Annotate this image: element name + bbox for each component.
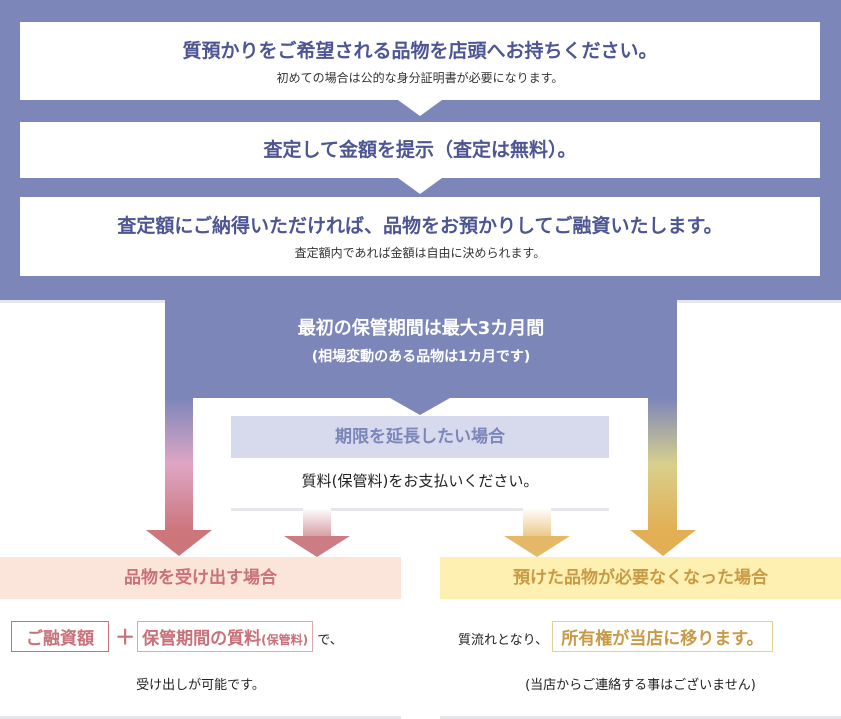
storage-sub: (相場変動のある品物は1カ月です) bbox=[311, 349, 531, 365]
extension-body: 質料(保管料)をお支払いください。 bbox=[231, 458, 609, 508]
storage-arrow bbox=[390, 398, 450, 415]
redeem-arrow-head bbox=[284, 536, 350, 557]
forfeit-arrow-head bbox=[504, 536, 570, 557]
plus-sign: ＋ bbox=[115, 625, 136, 649]
ownership-tag: 所有権が当店に移ります。 bbox=[552, 621, 773, 652]
redeem-line2: 受け出しが可能です。 bbox=[136, 678, 265, 693]
step-1-title: 質預かりをご希望される品物を店頭へお持ちください。 bbox=[182, 40, 658, 62]
step-1: 質預かりをご希望される品物を店頭へお持ちください。 初めての場合は公的な身分証明… bbox=[20, 22, 820, 100]
forfeit-header: 預けた品物が必要なくなった場合 bbox=[440, 557, 841, 599]
forfeit-line2: (当店からご連絡する事はございません) bbox=[525, 678, 756, 693]
left-flow-arrow bbox=[165, 398, 193, 530]
redeem-header: 品物を受け出す場合 bbox=[0, 557, 401, 599]
step-3-sub: 査定額内であれば金額は自由に決められます。 bbox=[294, 246, 546, 260]
step-2: 査定して金額を提示（査定は無料）。 bbox=[20, 122, 820, 178]
forfeit-arrow bbox=[523, 508, 551, 536]
left-arrow-head bbox=[146, 530, 212, 556]
extension-box: 期限を延長したい場合 質料(保管料)をお支払いください。 bbox=[231, 416, 609, 508]
storage-title: 最初の保管期間は最大3カ月間 bbox=[297, 318, 545, 339]
redeem-panel: 品物を受け出す場合 ご融資額 ＋ 保管期間の質料(保管料) で、 受け出しが可能で… bbox=[0, 557, 401, 716]
storage-fee-small: (保管料) bbox=[261, 633, 309, 647]
step-3-title: 査定額にご納得いただければ、品物をお預かりしてご融資いたします。 bbox=[117, 215, 723, 237]
extension-header: 期限を延長したい場合 bbox=[231, 416, 609, 458]
redeem-after: で、 bbox=[317, 633, 343, 648]
right-flow-arrow bbox=[648, 398, 677, 530]
step-1-sub: 初めての場合は公的な身分証明書が必要になります。 bbox=[276, 71, 564, 85]
forfeit-before: 質流れとなり、 bbox=[458, 633, 549, 648]
storage-fee-tag: 保管期間の質料 bbox=[142, 629, 262, 649]
storage-period: 最初の保管期間は最大3カ月間 (相場変動のある品物は1カ月です) bbox=[165, 300, 677, 398]
step-arrow bbox=[398, 100, 442, 116]
redeem-arrow bbox=[303, 508, 331, 536]
step-arrow bbox=[398, 178, 442, 194]
step-3: 査定額にご納得いただければ、品物をお預かりしてご融資いたします。 査定額内であれ… bbox=[20, 197, 820, 276]
step-2-title: 査定して金額を提示（査定は無料）。 bbox=[263, 139, 577, 161]
forfeit-panel: 預けた品物が必要なくなった場合 質流れとなり、 所有権が当店に移ります。 (当店… bbox=[440, 557, 841, 716]
loan-amount-tag: ご融資額 bbox=[11, 621, 109, 652]
right-arrow-head bbox=[630, 530, 696, 556]
